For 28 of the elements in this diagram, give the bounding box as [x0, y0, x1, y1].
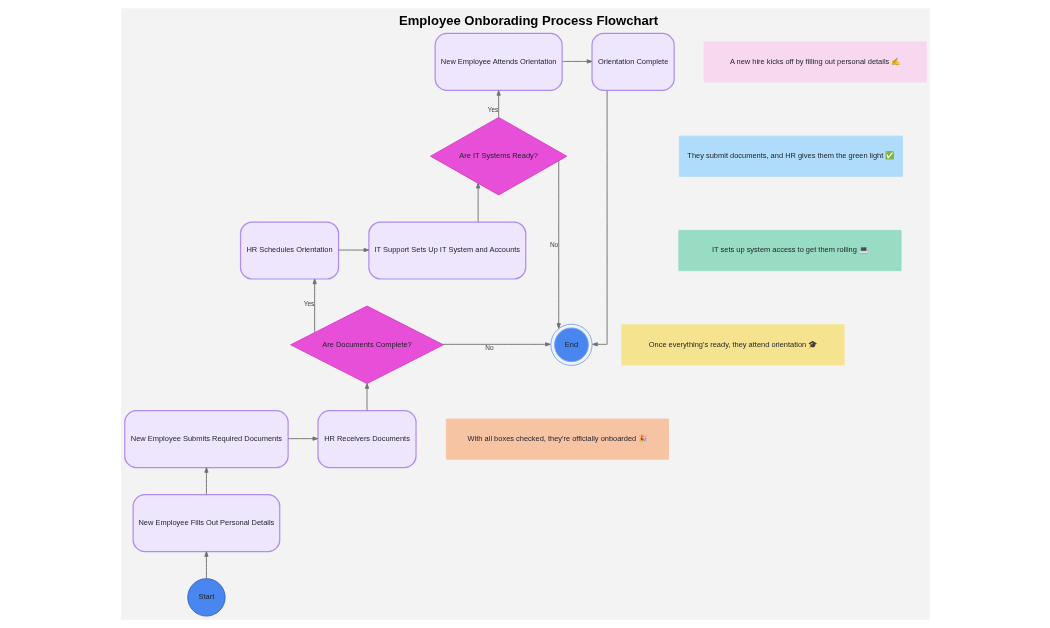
node-box: HR Receivers Documents — [316, 410, 417, 469]
arrow — [203, 467, 209, 495]
node-box: HR Schedules Orientation — [239, 221, 339, 280]
node-box: New Employee Submits Required Documents — [123, 410, 289, 469]
node-diamond: Are IT Systems Ready? — [429, 117, 567, 196]
node-box: Once everything's ready, they attend orientation 🎓 — [620, 324, 845, 366]
arrow — [203, 551, 209, 580]
arrow — [556, 160, 561, 329]
arrow — [496, 90, 501, 118]
node-box: New Employee Attends Orientation — [434, 32, 563, 91]
arrow — [561, 59, 592, 64]
arrow — [337, 247, 369, 253]
arrow — [475, 182, 480, 223]
node-box: With all boxes checked, they're officially onboarded 🎉 — [445, 418, 669, 460]
node-box: A new hire kicks off by filling out personal details ✍ — [703, 41, 927, 83]
node-box: IT Support Sets Up IT System and Accounts — [367, 221, 526, 280]
node-diamond: Are Documents Complete? — [289, 305, 444, 385]
arrow — [591, 90, 608, 347]
node-box: Orientation Complete — [590, 32, 675, 91]
arrow — [441, 342, 551, 347]
diagram-title: Employee Onborading Process Flowchart — [398, 13, 658, 29]
arrow — [364, 383, 369, 412]
arrow — [287, 436, 318, 441]
node-box: IT sets up system access to get them rolling 💻 — [677, 229, 902, 272]
node-box: New Employee Fills Out Personal Details — [132, 494, 280, 553]
node-circle: Start — [186, 578, 226, 617]
arrow — [312, 278, 317, 333]
node-box: They submit documents, and HR gives them the green light ✅ — [678, 135, 903, 177]
